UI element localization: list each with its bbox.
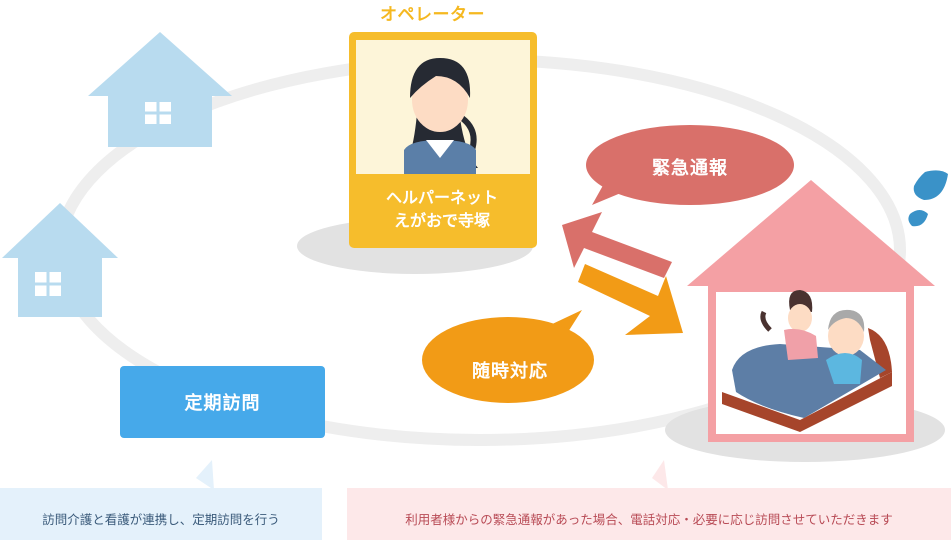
house-icon: [88, 32, 232, 147]
regular-visit-box: [120, 366, 325, 438]
operator-name-line1: ヘルパーネット: [385, 188, 498, 207]
operator-heading: オペレーター: [380, 5, 485, 25]
arrow-icon: [562, 212, 672, 278]
note-regular-box: [0, 460, 322, 540]
emergency-bubble: [586, 125, 794, 205]
operator-card: [349, 32, 537, 248]
arrow-icon: [578, 264, 683, 335]
note-emergency-box: [347, 460, 951, 540]
emergency-call-label: 緊急通報: [652, 158, 728, 179]
operator-name-line2: えがおで寺塚: [393, 211, 490, 230]
regular-visit-label: 定期訪問: [184, 393, 261, 414]
note-regular-text: 訪問介護と看護が連携し、定期訪問を行う: [42, 512, 280, 527]
operator-icon: [404, 58, 478, 174]
on-demand-label: 随時対応: [472, 361, 548, 382]
note-emergency-text: 利用者様からの緊急通報があった場合、電話対応・必要に応じ訪問させていただきます: [405, 512, 893, 527]
house-icon: [2, 203, 118, 317]
on-demand-bubble: [422, 310, 594, 403]
sweat-drop-icon: [908, 170, 948, 227]
patient-bed-icon: [722, 290, 892, 432]
